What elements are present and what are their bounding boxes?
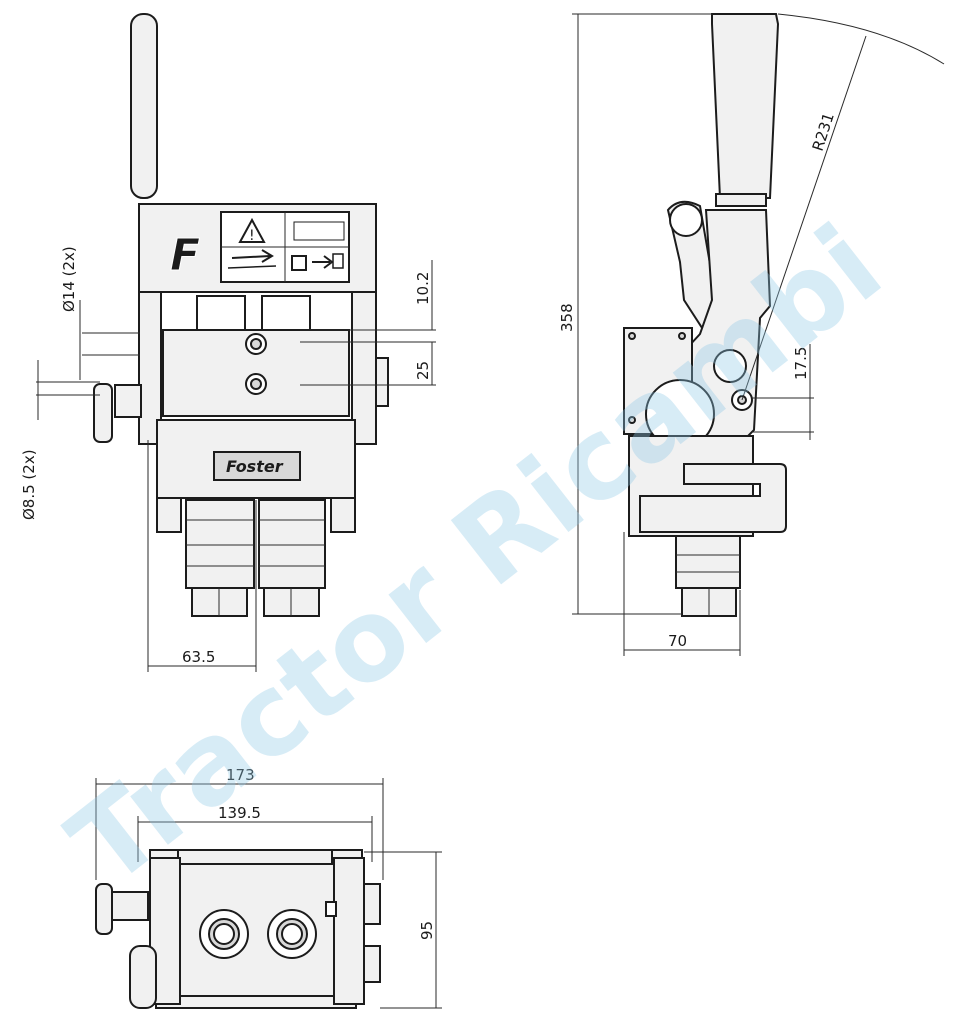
dim-10-2: 10.2	[414, 272, 432, 305]
side-pivot-small	[713, 349, 747, 383]
dim-173: 173	[226, 766, 255, 784]
front-view: ! F Foster	[20, 13, 436, 672]
top-view: 173 139.5 95	[95, 766, 442, 1009]
side-handle-loop	[639, 463, 787, 533]
lever-direction-icon	[227, 249, 277, 269]
front-side-plate-left	[138, 291, 162, 445]
warning-triangle-icon: !	[238, 217, 266, 244]
svg-text:!: !	[249, 228, 255, 244]
front-spool-block-2	[261, 295, 311, 333]
dim-358: 358	[558, 303, 576, 332]
front-side-knob	[93, 383, 113, 443]
front-brand-text: Foster	[226, 457, 284, 476]
front-valve-body-left	[185, 499, 255, 589]
dim-139-5: 139.5	[218, 804, 261, 822]
dim-hole-dia-8-5: Ø8.5 (2x)	[20, 449, 38, 520]
dim-63-5: 63.5	[182, 648, 215, 666]
dim-17-5: 17.5	[792, 347, 810, 380]
front-lever-handle	[130, 13, 158, 199]
tractor-control-icon	[291, 221, 345, 271]
dim-70: 70	[668, 632, 687, 650]
front-logo-letter: F	[170, 230, 200, 281]
dim-95: 95	[418, 921, 436, 940]
dim-25: 25	[414, 361, 432, 380]
top-body	[149, 849, 363, 997]
side-lever-handle	[711, 13, 780, 199]
dim-hole-dia-14: Ø14 (2x)	[60, 246, 78, 312]
front-side-plate-right	[351, 291, 377, 445]
top-side-plate-right	[333, 857, 365, 1005]
side-swing-arc	[777, 13, 945, 65]
front-valve-body-right	[258, 499, 326, 589]
front-spool-block-1	[196, 295, 246, 333]
watermark: Tractor Ricambi	[47, 201, 905, 912]
top-side-knob	[95, 883, 113, 935]
front-brand-plate	[213, 451, 301, 481]
side-port-block	[675, 535, 741, 589]
side-view: R231 358 17.5 70	[558, 13, 945, 656]
